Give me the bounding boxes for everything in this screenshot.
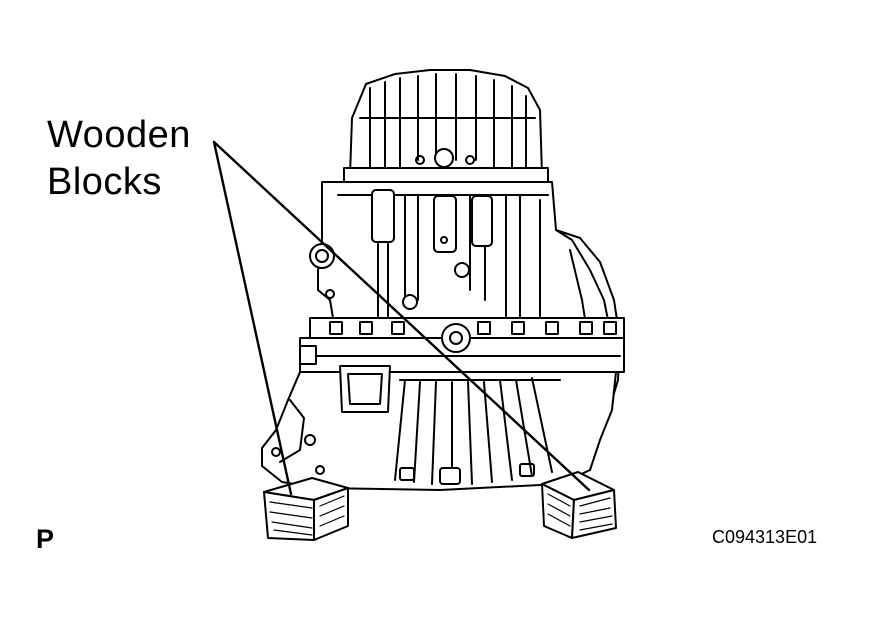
transmission-middle-case xyxy=(309,181,621,471)
transmission-lower-case xyxy=(261,365,617,491)
callout-label: Wooden Blocks xyxy=(47,112,191,206)
wooden-block-left xyxy=(263,477,349,541)
transmission-flange xyxy=(299,317,625,373)
leader-line-right-block xyxy=(212,140,591,492)
leader-line-left-block xyxy=(212,140,293,496)
callout-label-line1: Wooden xyxy=(47,114,191,156)
wooden-block-right xyxy=(541,471,617,539)
callout-label-line2: Blocks xyxy=(47,161,162,203)
callout-leader-lines xyxy=(212,140,591,496)
corner-letter: P xyxy=(36,524,55,554)
transmission-top-housing xyxy=(343,69,549,183)
figure-code: C094313E01 xyxy=(712,527,818,547)
